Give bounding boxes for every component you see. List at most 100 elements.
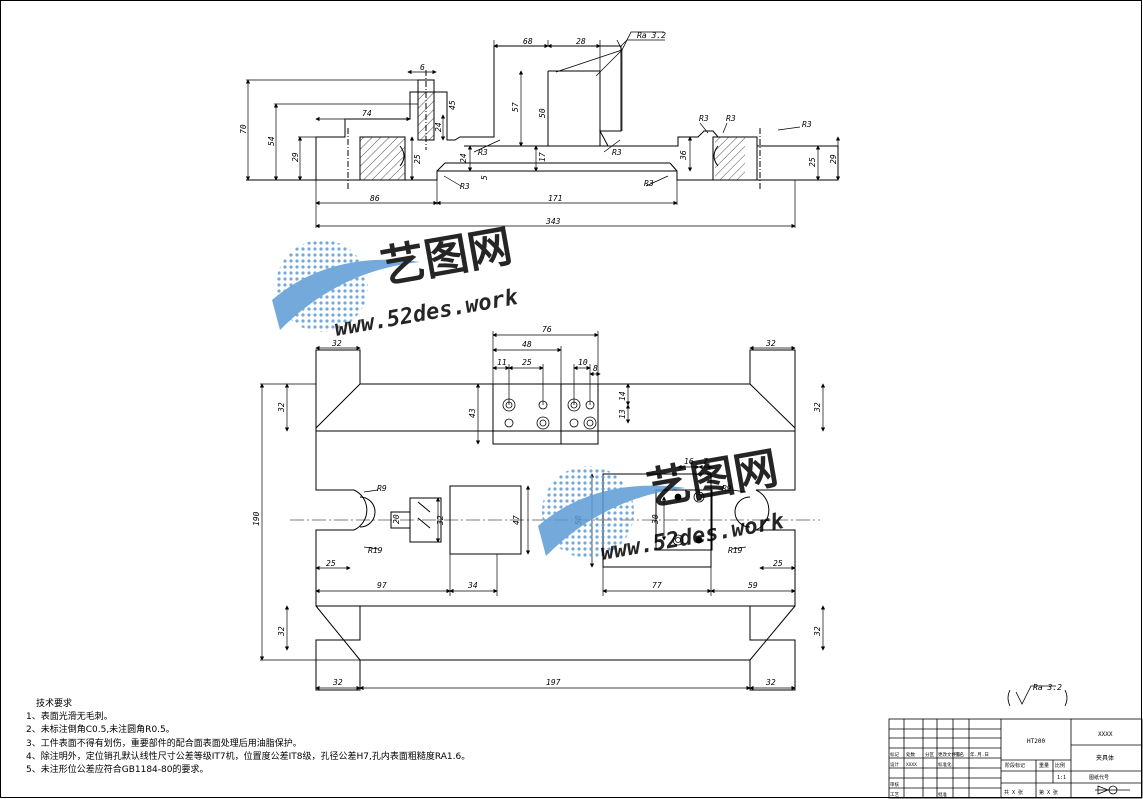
radius-label: R3	[699, 114, 709, 123]
scale-value: 1:1	[1057, 775, 1066, 781]
dim-label: 47	[512, 515, 521, 525]
radius-label: R3	[478, 148, 488, 157]
dim-label: 57	[511, 102, 520, 112]
dim-label: 25	[808, 157, 817, 167]
radius-label: R3	[726, 114, 736, 123]
dim-label: 10	[578, 358, 588, 367]
note-item: 4、除注明外，定位销孔默认线性尺寸公差等级IT7机，位置度公差IT8级，孔径公差…	[26, 751, 471, 762]
dim-label: 14	[618, 391, 627, 401]
watermark-logo-2: 艺图网 www.52des.work	[538, 443, 786, 566]
dim-label: 32	[765, 678, 776, 687]
radius-label: R3	[802, 120, 812, 129]
dim-label: 70	[239, 124, 248, 134]
dim-label: 45	[448, 100, 457, 110]
title-block	[888, 718, 1143, 799]
title-block-text: HT200 XXXX 夹具体 阶段标记 重量 比例 1:1 图纸代号 共 X 张…	[890, 731, 1114, 798]
dim-label: 97	[377, 581, 387, 590]
change-doc-label: 更改文件号	[938, 751, 961, 758]
scale-label: 比例	[1055, 762, 1065, 769]
dim-label: 32	[765, 339, 776, 348]
dim-label: 25	[522, 358, 532, 367]
weight-label: 重量	[1039, 762, 1049, 769]
stage-mark-label: 阶段标记	[1005, 762, 1025, 769]
standardize-label: 标准化	[938, 761, 952, 768]
dim-label: 6	[420, 63, 425, 72]
dim-label: 24	[434, 122, 443, 132]
dim-label: 86	[370, 194, 380, 203]
dim-label: 32	[813, 626, 822, 637]
dim-label: 32	[332, 678, 343, 687]
plan-view-dimensions	[259, 331, 826, 691]
sheet-total-label: 共 X 张	[1004, 789, 1023, 796]
note-item: 5、未注形位公差应符合GB1184-80的要求。	[26, 765, 209, 776]
radius-label: R9	[377, 484, 387, 493]
designer-value: XXXX	[906, 762, 917, 768]
radius-label: R3	[644, 179, 654, 188]
dim-label: 25	[773, 559, 783, 568]
dim-label: 32	[331, 339, 342, 348]
note-item: 1、表面光滑无毛刺。	[26, 712, 113, 723]
dim-label: 20	[392, 514, 401, 524]
dim-label: 29	[291, 152, 300, 162]
radius-label: R3	[612, 148, 622, 157]
radius-label: R19	[368, 546, 383, 555]
review-label: 审核	[890, 781, 899, 788]
date-label: 年.月.日	[970, 751, 989, 758]
count-label: 处数	[906, 751, 915, 758]
dim-label: 32	[813, 402, 822, 413]
top-view-dim-labels: 68 28 Ra 3.2 6 74 57 50 70 54 29 25 24 2…	[239, 31, 838, 226]
dim-label: 34	[467, 581, 478, 590]
radius-label: R9	[722, 484, 732, 493]
sheet-no-label: 第 X 张	[1039, 789, 1058, 796]
dim-label: 32	[436, 515, 445, 526]
dim-label: 17	[538, 152, 547, 162]
drawing-code-label: 图纸代号	[1089, 774, 1109, 781]
note-item: 2、未标注倒角C0.5,未注圆角R0.5。	[26, 725, 175, 736]
dim-label: 171	[548, 194, 562, 203]
general-roughness	[1007, 685, 1068, 707]
top-view-dimensions	[245, 39, 841, 229]
watermark-logo: 艺图网 www.52des.work	[272, 221, 520, 342]
dim-label: 77	[652, 581, 662, 590]
dim-label: 76	[542, 325, 552, 334]
radius-label: R3	[460, 182, 470, 191]
design-label: 设计	[890, 761, 899, 768]
material-label: HT200	[1027, 738, 1045, 745]
craft-label: 工艺	[890, 792, 899, 798]
dim-label: 43	[468, 408, 477, 418]
dim-label: 16	[684, 457, 694, 466]
notes-title: 技术要求	[36, 699, 73, 709]
watermark-text: 艺图网	[643, 443, 782, 516]
dim-label: 68	[523, 37, 533, 46]
partition-label: 分区	[925, 751, 934, 758]
plan-view-holes	[502, 398, 705, 546]
approve-label: 批准	[938, 791, 947, 798]
dim-label: 11	[497, 358, 507, 367]
dim-label: 48	[522, 340, 532, 349]
mark-label: 标记	[890, 751, 899, 758]
note-item: 3、工件表面不得有划伤，重要部件的配合面表面处理后用油脂保护。	[26, 738, 302, 749]
radius-label: R19	[728, 546, 743, 555]
dim-label: 32	[277, 402, 286, 413]
part-name-label: 夹具体	[1096, 754, 1114, 762]
dim-label: 24	[459, 153, 468, 163]
dim-label: 50	[538, 108, 547, 118]
dim-label: 13	[618, 409, 627, 419]
dim-label: 7	[703, 457, 708, 466]
dim-label: 74	[362, 109, 372, 118]
roughness-label: Ra 3.2	[637, 31, 666, 40]
dim-label: 25	[326, 559, 336, 568]
sign-label: 签名	[955, 751, 964, 758]
dim-label: 343	[545, 217, 561, 226]
roughness-symbol-top	[616, 31, 664, 51]
general-roughness-label: Ra 3.2	[1033, 683, 1062, 692]
dim-label: 28	[576, 37, 586, 46]
plan-view	[290, 349, 820, 691]
dim-label: 25	[413, 154, 422, 164]
dim-label: 29	[829, 154, 838, 164]
dim-label: 30	[651, 514, 660, 525]
dim-label: 32	[277, 626, 286, 637]
dim-label: 36	[679, 150, 688, 161]
